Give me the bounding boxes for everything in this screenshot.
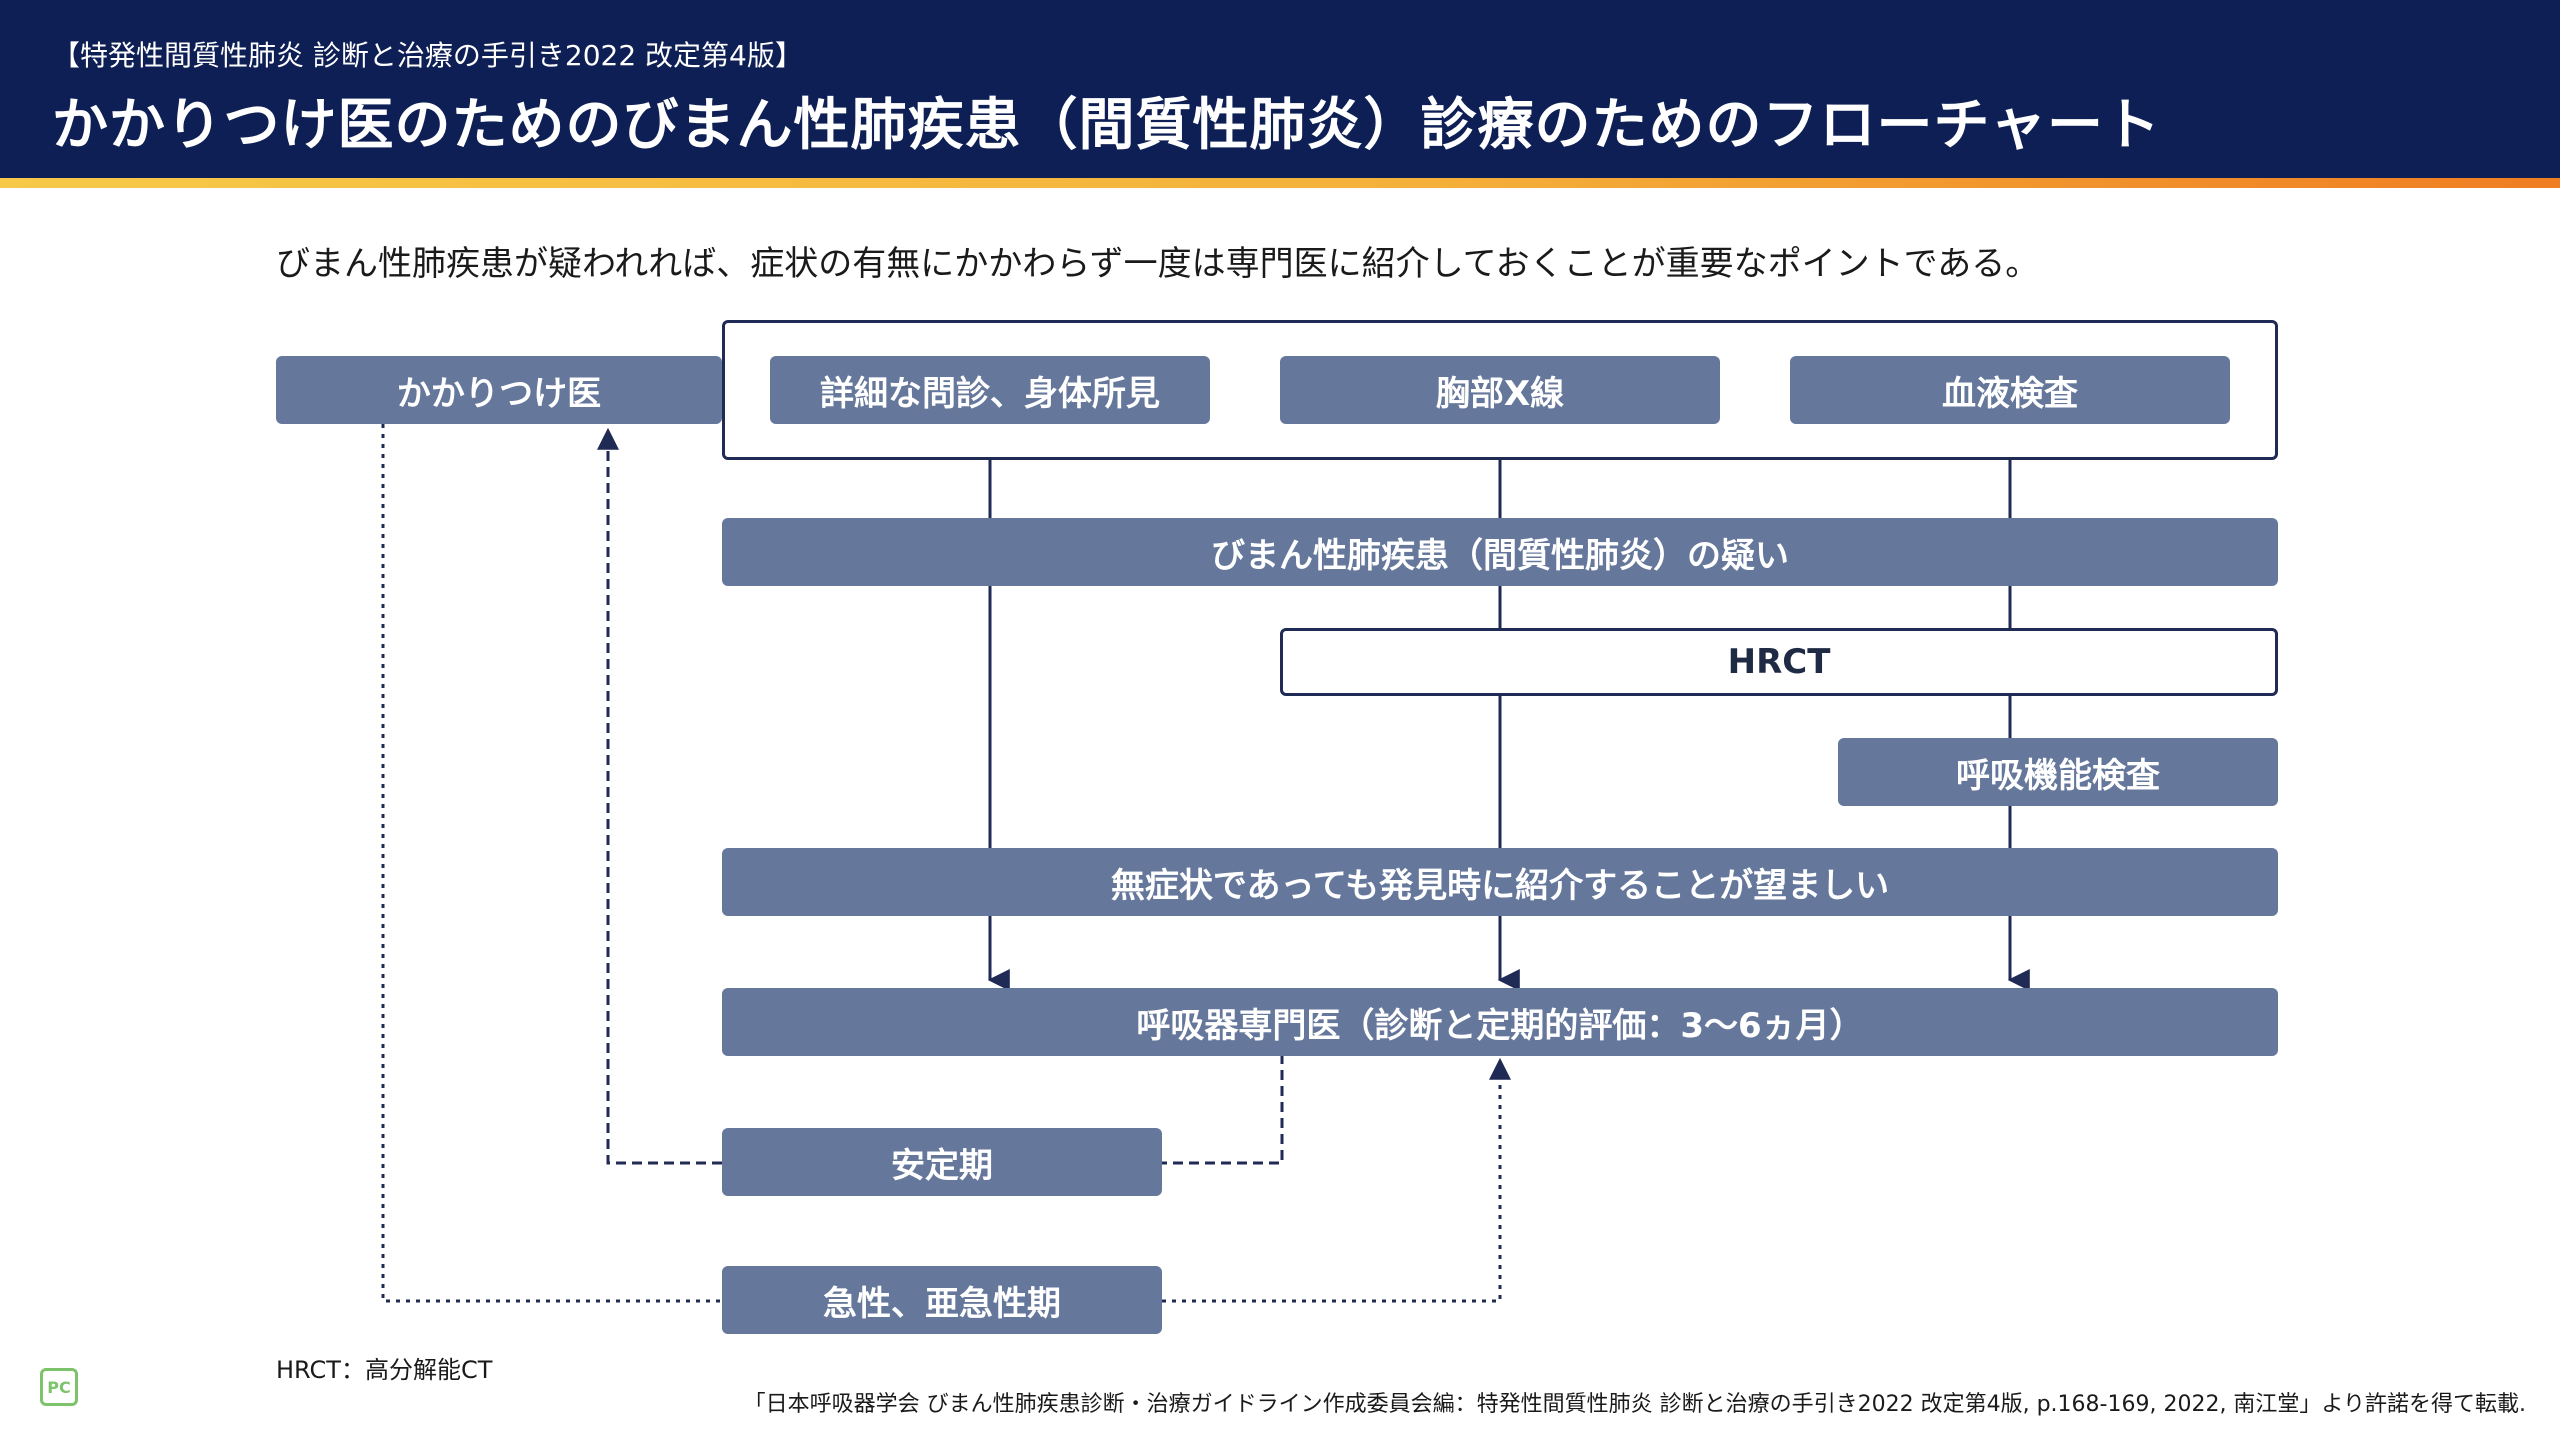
- connector-acute-from-gp: [381, 424, 722, 1303]
- box-acute-phase: 急性、亜急性期: [722, 1266, 1162, 1334]
- brand-logo: PC: [40, 1368, 78, 1406]
- box-suspicion: びまん性肺疾患（間質性肺炎）の疑い: [722, 518, 2278, 586]
- box-specialist: 呼吸器専門医（診断と定期的評価：3〜6ヵ月）: [722, 988, 2278, 1056]
- lead-text: びまん性肺疾患が疑われれば、症状の有無にかかわらず一度は専門医に紹介しておくこと…: [276, 244, 2040, 284]
- connector-stable-return: [597, 427, 722, 1165]
- box-hrct: HRCT: [1280, 628, 2278, 696]
- initial-exam-frame: [722, 320, 2278, 460]
- box-stable-phase: 安定期: [722, 1128, 1162, 1196]
- box-exam-blood: 血液検査: [1790, 356, 2230, 424]
- header-accent-stripe: [0, 178, 2560, 188]
- connector-acute-to-specialist: [1162, 1057, 1511, 1303]
- box-pulmonary-function: 呼吸機能検査: [1838, 738, 2278, 806]
- header-subtitle: 【特発性間質性肺炎 診断と治療の手引き2022 改定第4版】: [52, 39, 803, 72]
- source-citation: 「日本呼吸器学会 びまん性肺疾患診断・治療ガイドライン作成委員会編：特発性間質性…: [743, 1392, 2526, 1417]
- header-bar: [0, 0, 2560, 178]
- page-title: かかりつけ医のためのびまん性肺疾患（間質性肺炎）診療のためのフローチャート: [52, 93, 2161, 158]
- box-exam-xray: 胸部X線: [1280, 356, 1720, 424]
- abbreviation-note: HRCT：高分解能CT: [276, 1356, 493, 1384]
- box-kakaritsuke: かかりつけ医: [276, 356, 722, 424]
- box-exam-interview: 詳細な問診、身体所見: [770, 356, 1210, 424]
- box-referral-note: 無症状であっても発見時に紹介することが望ましい: [722, 848, 2278, 916]
- connector-stable: [1162, 1054, 1284, 1165]
